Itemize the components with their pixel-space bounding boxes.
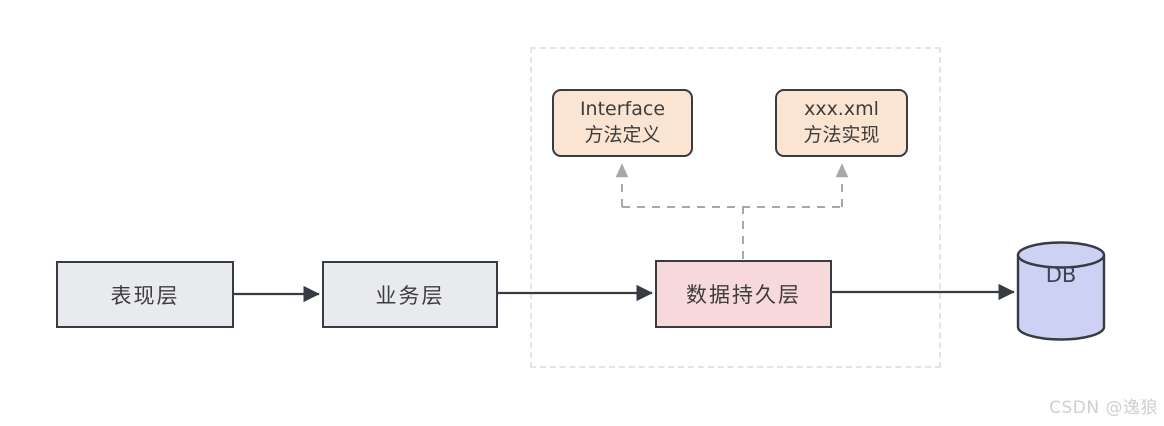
node-business-layer: 业务层 [322,261,498,328]
persistence-group-container [530,47,941,368]
node-xml-implementation: xxx.xml 方法实现 [775,89,908,157]
xml-implementation-label: xxx.xml 方法实现 [803,97,879,148]
xml-implementation-line2: 方法实现 [803,124,880,146]
business-layer-label: 业务层 [375,283,445,308]
dashed-connector-persistence-branch [615,163,849,259]
node-interface-definition: Interface 方法定义 [552,89,693,157]
watermark: CSDN @逸狼 [1049,398,1158,418]
interface-definition-line2: 方法定义 [584,124,661,146]
node-persistence-layer: 数据持久层 [655,260,832,328]
interface-definition-line1: Interface [579,98,666,121]
node-database: DB [1015,241,1107,342]
presentation-layer-label: 表现层 [110,283,180,308]
persistence-layer-label: 数据持久层 [686,283,801,307]
xml-implementation-line1: xxx.xml [804,98,879,121]
db-label: DB [1045,263,1077,287]
interface-definition-label: Interface 方法定义 [580,97,665,148]
node-presentation-layer: 表现层 [56,261,234,328]
db-cylinder-icon [1016,241,1106,341]
